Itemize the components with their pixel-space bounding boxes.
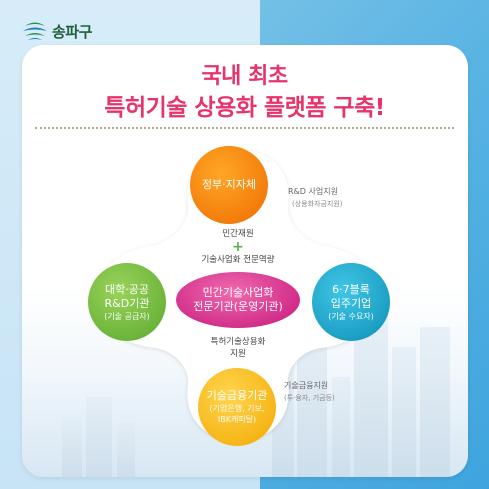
dotted-divider [35,127,454,129]
finance-sub-2: IBK캐피탈) [217,415,257,424]
university-sub: (기술 공급자) [104,311,150,321]
university-label-2: R&D기관 [104,296,150,310]
commercialization-capability-label: 기술사업화 전문역량 [201,255,275,265]
finance-sub-1: (기업은행, 기보, [209,404,265,413]
rd-support-note: R&D 사업지원 (상용화자금지원) [288,186,343,210]
headline-line1: 국내 최초 [201,64,288,89]
patent-support-note: 특허기술상용화 지원 [196,336,280,360]
patent-support-label-2: 지원 [230,349,246,359]
songpa-emblem-icon [22,20,48,42]
finance-support-note: 기술금융지원 (투·융자, 기금등) [284,380,335,404]
private-funding-label: 민간재원 [222,229,254,239]
gov-bubble: 정부·지자체 [190,146,268,224]
plus-icon: + [232,239,244,255]
patent-support-label-1: 특허기술상용화 [210,337,266,347]
university-bubble: 대학·공공 R&D기관 (기술 공급자) [88,263,166,341]
rd-support-label: R&D 사업지원 [288,187,338,196]
finance-support-sub: (투·융자, 기금등) [284,394,335,402]
finance-bubble: 기술금융기관 (기업은행, 기보, IBK캐피탈) [198,368,276,446]
headline-line2: 특허기술 상용화 플랫폼 구축! [104,95,385,121]
logo-text: 송파구 [52,22,92,41]
university-label-1: 대학·공공 [105,282,149,296]
finance-support-label: 기술금융지원 [284,381,329,390]
tenant-label-2: 입주기업 [330,296,372,310]
operator-label-1: 민간기술사업화 [202,286,274,299]
rd-support-sub: (상용화자금지원) [292,200,343,208]
tenant-label-1: 6·7블록 [332,282,370,296]
tenant-sub: (기술 수요자) [328,311,374,321]
operator-bubble: 민간기술사업화 전문기관(운영기관) [176,272,300,328]
operator-label-2: 전문기관(운영기관) [193,300,283,313]
finance-label: 기술금융기관 [206,389,268,402]
songpa-logo: 송파구 [22,18,92,44]
gov-label: 정부·지자체 [201,178,257,191]
tenant-bubble: 6·7블록 입주기업 (기술 수요자) [312,263,390,341]
private-funding-note: 민간재원 + 기술사업화 전문역량 [190,228,286,266]
